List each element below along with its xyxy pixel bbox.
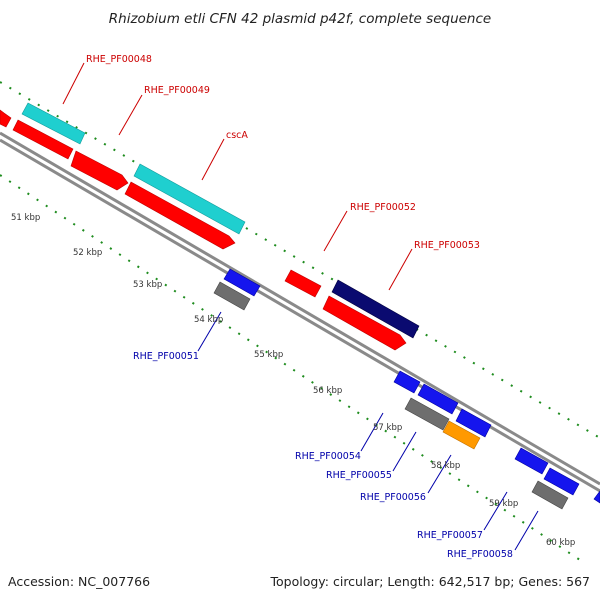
gene-feature-blue-rhe-pf00054[interactable] xyxy=(393,370,421,394)
ruler-tick-line-outer xyxy=(0,81,600,439)
gene-feature-navy-rhe-pf00053[interactable] xyxy=(331,279,420,339)
plasmid-backbone-outer xyxy=(0,131,600,486)
gene-feature-blue-rhe-pf00057[interactable] xyxy=(514,447,549,475)
gene-feature-orange-rhe-pf00056[interactable] xyxy=(442,420,481,450)
gene-feature-blue-rhe-pf00056[interactable] xyxy=(455,408,492,438)
leader-line-rhe-pf00051 xyxy=(197,311,222,352)
leader-line-csca xyxy=(201,138,225,181)
accession-text: Accession: NC_007766 xyxy=(8,574,150,589)
gene-feature-blue-edge[interactable] xyxy=(593,490,600,504)
kbp-label-57: 57 kbp xyxy=(373,423,402,433)
gene-feature-red-rhe-pf00053[interactable] xyxy=(322,295,407,351)
leader-line-rhe-pf00057 xyxy=(483,491,508,531)
gene-feature-red-rhe-pf00052[interactable] xyxy=(284,269,322,298)
leader-line-rhe-pf00054 xyxy=(360,412,384,452)
leader-line-rhe-pf00052 xyxy=(323,210,348,252)
kbp-label-56: 56 kbp xyxy=(313,386,342,396)
gene-label-rhe-pf00055[interactable]: RHE_PF00055 xyxy=(326,470,392,481)
kbp-label-54: 54 kbp xyxy=(194,315,223,325)
gene-feature-blue-rhe-pf00051[interactable] xyxy=(223,268,261,297)
leader-line-rhe-pf00049 xyxy=(118,94,143,136)
gene-feature-red-rhe-pf00049[interactable] xyxy=(70,150,129,191)
leader-line-rhe-pf00048 xyxy=(62,62,85,105)
gene-feature-gray-rhe-pf00054[interactable] xyxy=(404,397,450,431)
map-title: Rhizobium etli CFN 42 plasmid p42f, comp… xyxy=(109,11,491,27)
gene-label-rhe-pf00053[interactable]: RHE_PF00053 xyxy=(414,240,480,251)
kbp-label-52: 52 kbp xyxy=(73,248,102,258)
kbp-label-60: 60 kbp xyxy=(546,538,575,548)
topology-summary-text: Topology: circular; Length: 642,517 bp; … xyxy=(270,574,591,589)
gene-feature-red-rhe-pf00048[interactable] xyxy=(12,119,74,160)
gene-label-rhe-pf00058[interactable]: RHE_PF00058 xyxy=(447,549,513,560)
gene-feature-blue-rhe-pf00058[interactable] xyxy=(543,467,580,496)
gene-label-rhe-pf00056[interactable]: RHE_PF00056 xyxy=(360,492,426,503)
gene-feature-cyan-csca[interactable] xyxy=(133,163,246,235)
leader-line-rhe-pf00053 xyxy=(388,248,413,291)
leader-line-rhe-pf00055 xyxy=(392,431,417,472)
leader-line-rhe-pf00058 xyxy=(514,510,539,551)
gene-feature-gray-rhe-pf00057[interactable] xyxy=(531,480,569,510)
leader-line-rhe-pf00056 xyxy=(427,454,452,494)
gene-feature-blue-rhe-pf00055[interactable] xyxy=(417,383,459,415)
gene-label-csca[interactable]: cscA xyxy=(226,130,248,141)
gene-feature-gray-rhe-pf00051[interactable] xyxy=(213,281,251,311)
kbp-label-59: 59 kbp xyxy=(489,499,518,509)
kbp-label-53: 53 kbp xyxy=(133,280,162,290)
gene-feature-cyan-rhe-pf00048[interactable] xyxy=(21,102,86,145)
kbp-label-55: 55 kbp xyxy=(254,350,283,360)
kbp-label-58: 58 kbp xyxy=(431,461,460,471)
gene-label-rhe-pf00048[interactable]: RHE_PF00048 xyxy=(86,54,152,65)
gene-label-rhe-pf00052[interactable]: RHE_PF00052 xyxy=(350,202,416,213)
kbp-label-51: 51 kbp xyxy=(11,213,40,223)
gene-label-rhe-pf00051[interactable]: RHE_PF00051 xyxy=(133,351,199,362)
gene-label-rhe-pf00054[interactable]: RHE_PF00054 xyxy=(295,451,361,462)
gene-label-rhe-pf00057[interactable]: RHE_PF00057 xyxy=(417,530,483,541)
gene-label-rhe-pf00049[interactable]: RHE_PF00049 xyxy=(144,85,210,96)
plasmid-backbone-inner xyxy=(0,138,600,493)
gene-feature-red-csca[interactable] xyxy=(124,181,236,250)
gene-feature-red[interactable] xyxy=(0,109,12,128)
